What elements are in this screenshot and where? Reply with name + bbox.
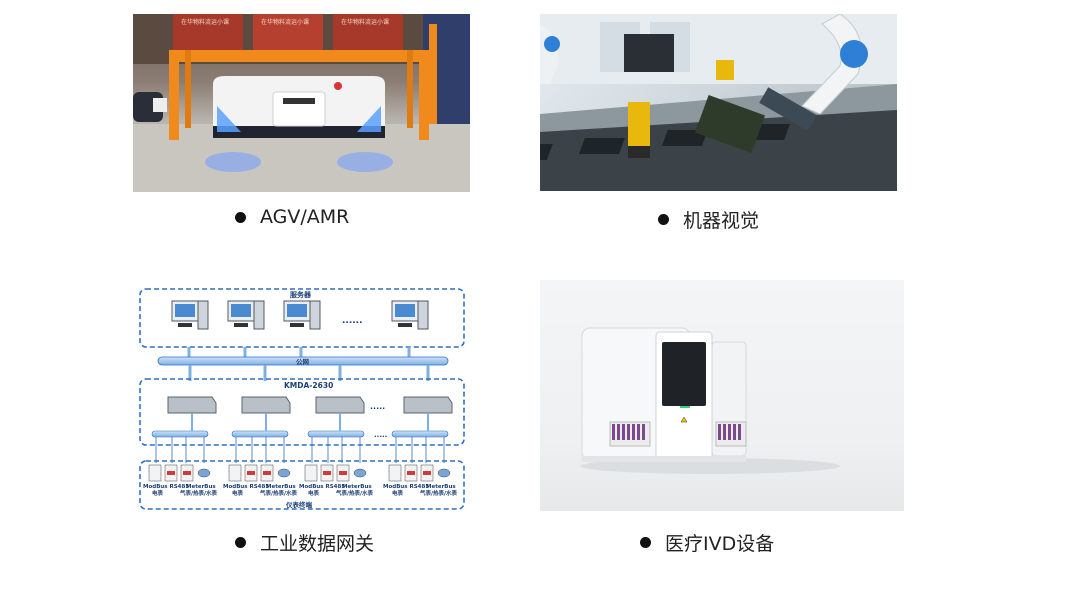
gateway-model-label: KMDA-2630 (284, 381, 333, 390)
machine-vision-photo (540, 14, 897, 191)
svg-text:MeterBus: MeterBus (426, 484, 456, 490)
caption-gateway: 工业数据网关 (235, 529, 374, 556)
svg-text:MeterBus: MeterBus (342, 484, 372, 490)
svg-text:ModBus RS485: ModBus RS485 (143, 484, 189, 490)
svg-text:ModBus RS485: ModBus RS485 (299, 484, 345, 490)
bullet-icon (658, 214, 669, 225)
meter-devices (148, 464, 451, 482)
svg-text:气表/热表/水表: 气表/热表/水表 (335, 489, 374, 497)
vision-robot-illustration (540, 14, 897, 191)
server-computers (171, 300, 429, 330)
caption-ivd: 医疗IVD设备 (640, 529, 774, 556)
caption-gateway-label: 工业数据网关 (260, 533, 375, 555)
svg-text:ModBus RS485: ModBus RS485 (383, 484, 429, 490)
svg-text:MeterBus: MeterBus (266, 484, 296, 490)
gateway-ellipsis: ..... (370, 402, 385, 411)
shelf-label-2: 在华物料流运小课 (261, 18, 309, 26)
svg-text:气表/热表/水表: 气表/热表/水表 (179, 489, 218, 497)
ivd-analyzer-illustration (580, 327, 840, 474)
shelf-label-1: 在华物料流运小课 (181, 18, 229, 26)
server-ellipsis: ...... (342, 316, 363, 326)
subbus-ellipsis: ..... (374, 431, 387, 439)
device-footer-label: 仪表终端 (285, 500, 313, 509)
network-diagram: 服务器 (139, 288, 465, 510)
caption-vision: 机器视觉 (658, 206, 759, 233)
svg-text:电表: 电表 (392, 489, 404, 497)
svg-text:电表: 电表 (308, 489, 320, 497)
svg-text:电表: 电表 (152, 489, 164, 497)
caption-agv: AGV/AMR (235, 206, 349, 228)
bullet-icon (235, 211, 246, 223)
shelf-label-3: 在华物料流运小课 (341, 18, 389, 26)
svg-text:电表: 电表 (232, 489, 244, 497)
svg-text:MeterBus: MeterBus (186, 484, 216, 490)
bullet-icon (235, 537, 246, 548)
svg-text:气表/热表/水表: 气表/热表/水表 (259, 489, 298, 497)
caption-ivd-label: 医疗IVD设备 (665, 533, 775, 555)
ivd-analyzer-photo (540, 280, 904, 511)
network-label: 公网 (296, 358, 310, 366)
svg-text:气表/热表/水表: 气表/热表/水表 (419, 489, 458, 497)
gateway-devices (167, 396, 453, 414)
svg-text:ModBus RS485: ModBus RS485 (223, 484, 269, 490)
caption-agv-label: AGV/AMR (260, 206, 350, 228)
agv-robot-illustration: 在华物料流运小课 在华物料流运小课 在华物料流运小课 (133, 14, 470, 192)
bullet-icon (640, 537, 651, 548)
device-labels: ModBus RS485 电表 MeterBus 气表/热表/水表 ModBus… (143, 484, 458, 497)
server-label: 服务器 (290, 290, 312, 299)
caption-vision-label: 机器视觉 (683, 210, 760, 232)
agv-amr-photo: 在华物料流运小课 在华物料流运小课 在华物料流运小课 (133, 14, 470, 192)
gateway-network-diagram: 服务器 (138, 285, 468, 513)
